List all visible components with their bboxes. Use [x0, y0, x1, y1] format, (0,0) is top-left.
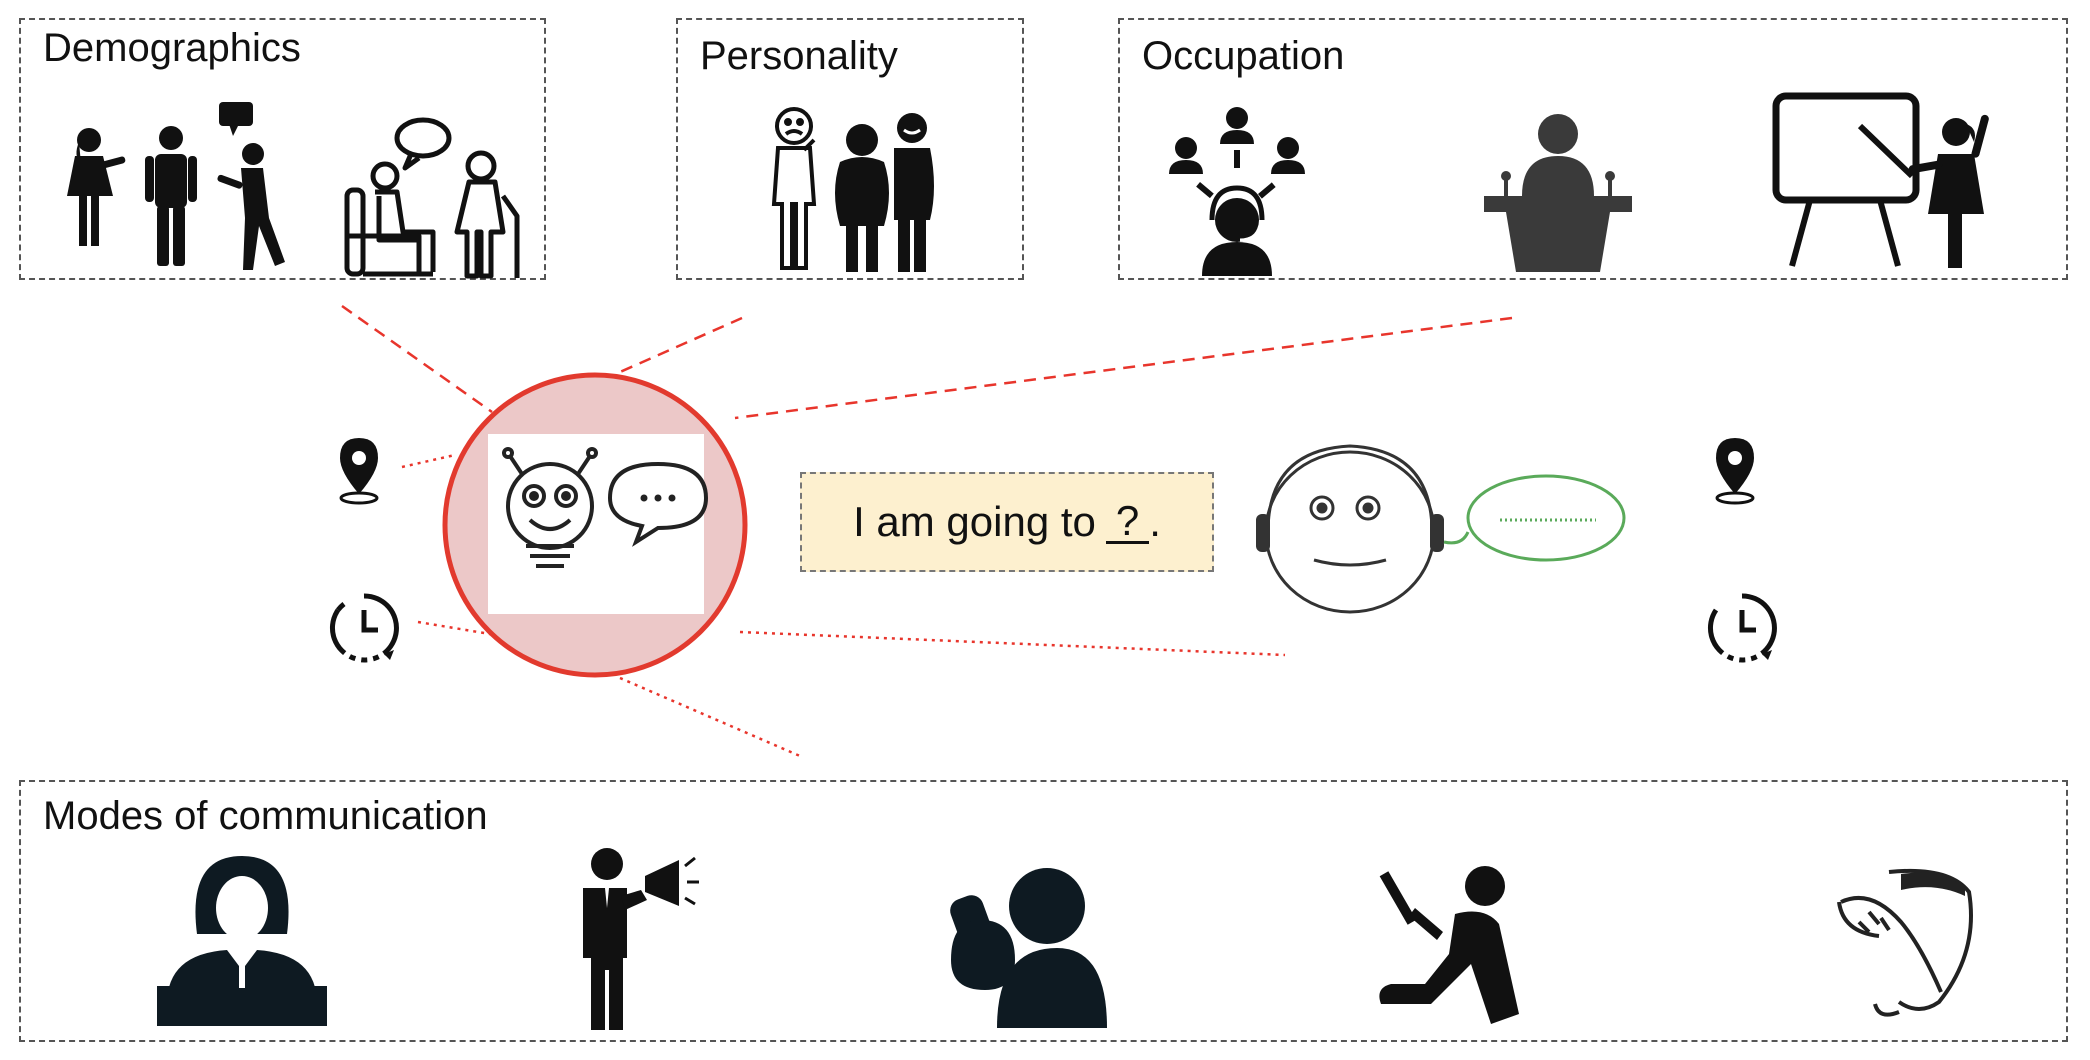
sentence-blank: ? — [1105, 499, 1150, 544]
connector-personality — [619, 316, 743, 374]
personality-title: Personality — [700, 34, 898, 78]
connector-demographics — [341, 304, 493, 414]
connector-modes — [619, 676, 801, 758]
modes-box: Modes of communication — [19, 780, 2068, 1042]
personality-people-icon — [771, 107, 934, 272]
connector-occupation — [734, 316, 1513, 420]
people-talking-icon — [67, 102, 285, 270]
call-center-agent-icon — [1169, 107, 1305, 276]
quill-scroll-icon — [1837, 868, 1973, 1017]
personality-box: Personality — [676, 18, 1024, 280]
reading-person-icon — [1379, 866, 1519, 1024]
demographics-title: Demographics — [43, 26, 301, 70]
time-clock-icon — [1707, 593, 1777, 664]
listener-headphones-icon — [1256, 444, 1626, 614]
location-pin-icon — [1715, 438, 1755, 505]
location-pin-icon — [339, 438, 379, 505]
connector-location — [401, 453, 456, 469]
modes-title: Modes of communication — [43, 794, 488, 838]
time-clock-icon — [329, 593, 399, 664]
occupation-title: Occupation — [1142, 34, 1345, 78]
megaphone-man-icon — [583, 848, 699, 1030]
connector-listener — [739, 630, 1286, 657]
phone-caller-icon — [950, 868, 1107, 1028]
teacher-whiteboard-icon — [1772, 92, 1989, 268]
news-anchor-icon — [157, 856, 327, 1026]
elderly-couple-icon — [344, 117, 520, 279]
robot-speaker-icon — [442, 372, 748, 678]
podium-speaker-icon — [1484, 114, 1632, 272]
sentence-box: I am going to ? . — [800, 472, 1214, 572]
sentence-suffix: . — [1149, 498, 1161, 545]
demographics-box: Demographics — [19, 18, 546, 280]
sentence-prefix: I am going to — [853, 498, 1096, 545]
occupation-box: Occupation — [1118, 18, 2068, 280]
